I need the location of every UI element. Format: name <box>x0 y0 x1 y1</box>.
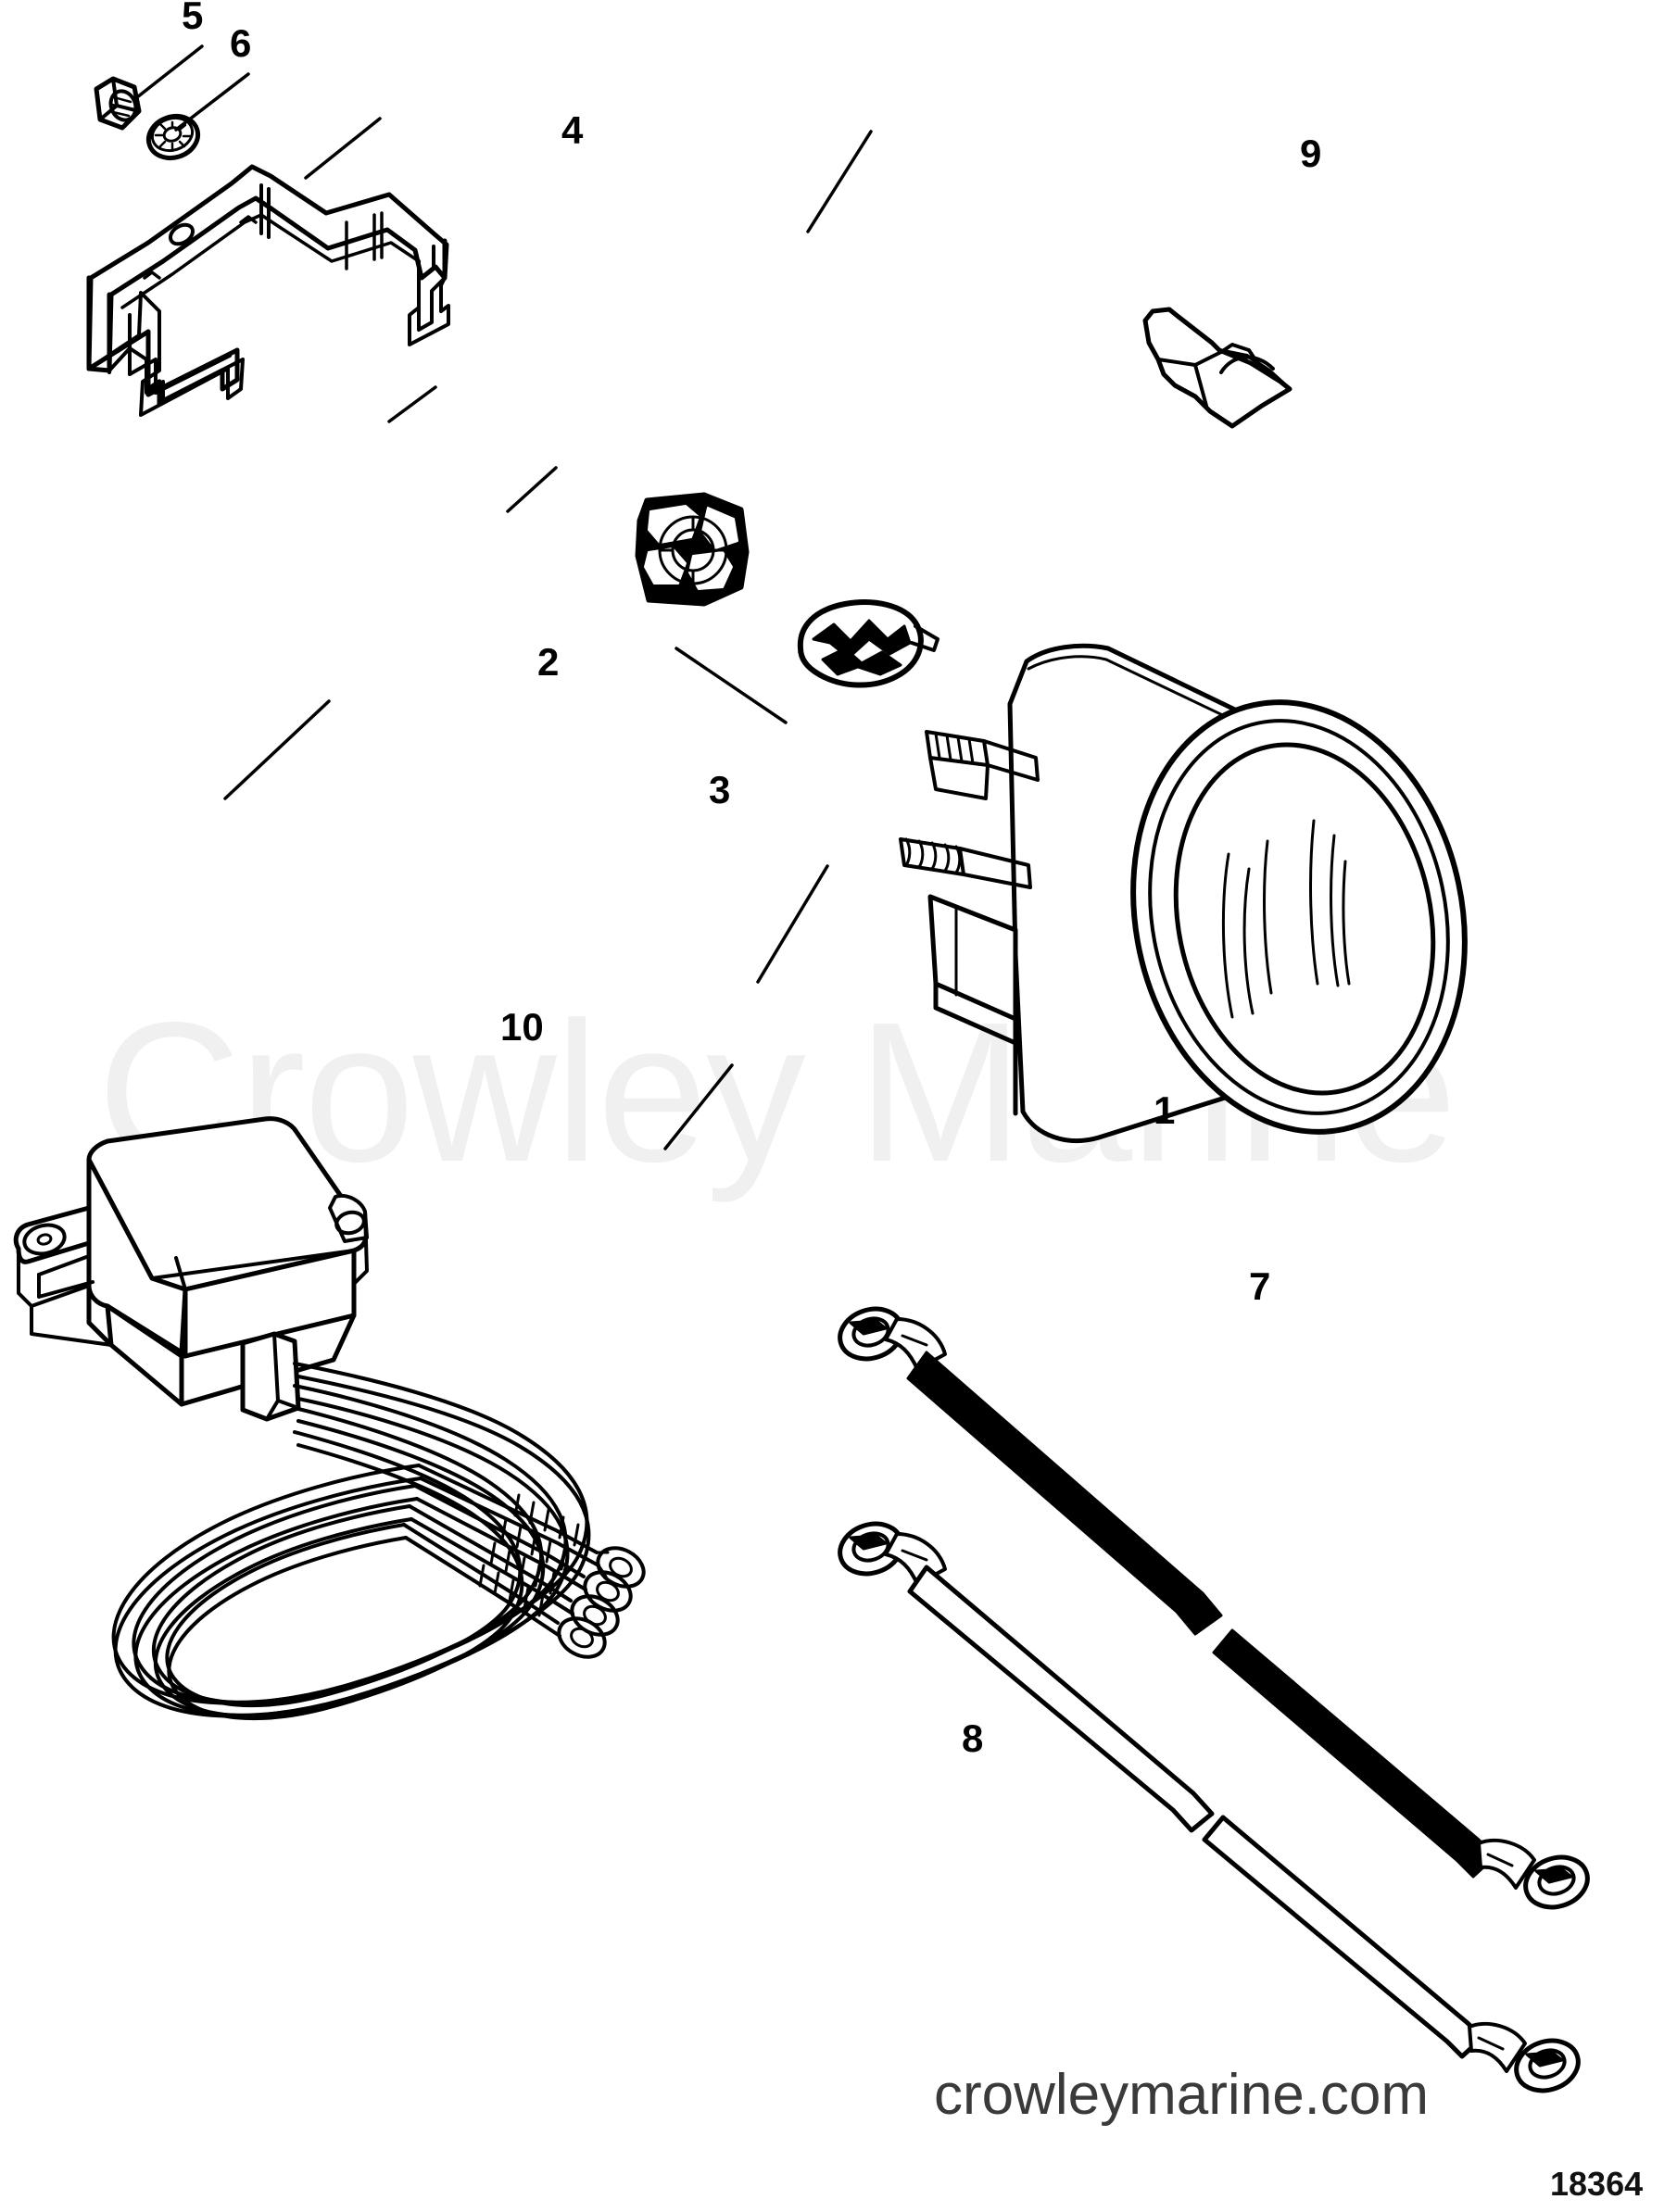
gauge-part <box>899 643 1468 1143</box>
battery-cable-black-part <box>838 1306 1590 1910</box>
callout-3: 3 <box>709 768 731 811</box>
callout-1: 1 <box>1154 1088 1176 1132</box>
callout-2: 2 <box>537 640 560 684</box>
footer-url: crowleymarine.com <box>934 2063 1430 2127</box>
callout-4: 4 <box>561 108 584 152</box>
electronics-module-part <box>13 1116 369 1422</box>
terminal-tool-part <box>1142 307 1292 429</box>
hex-nut-part <box>94 76 142 131</box>
callout-10: 10 <box>500 1005 544 1049</box>
battery-cable-light-part <box>838 1521 1581 2093</box>
light-bulb-part <box>797 599 939 688</box>
figure-number: 18364 <box>1550 2165 1644 2203</box>
leader-lines <box>135 44 873 1150</box>
callout-6: 6 <box>230 21 252 65</box>
lock-washer-part <box>145 113 201 161</box>
bulb-socket-part <box>635 492 750 607</box>
callout-9: 9 <box>1300 132 1322 175</box>
callout-8: 8 <box>962 1716 984 1760</box>
callout-5: 5 <box>182 0 204 37</box>
mounting-bracket-part <box>86 164 450 417</box>
wiring-harness <box>111 1362 646 1721</box>
callout-7: 7 <box>1249 1264 1271 1308</box>
